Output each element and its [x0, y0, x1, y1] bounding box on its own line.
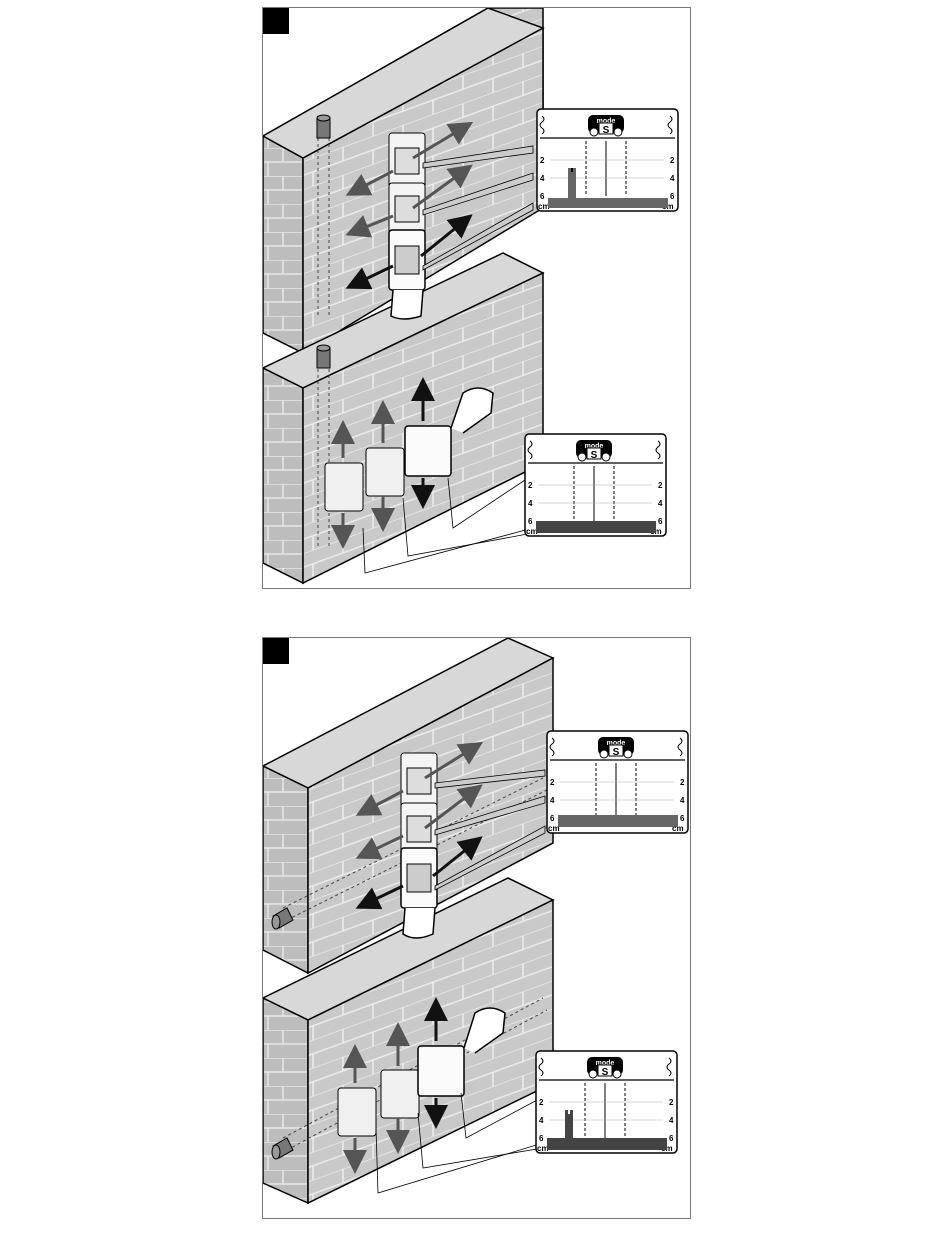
tick-label: 2 [550, 778, 555, 787]
tick-label: 6 [669, 1134, 674, 1143]
tick-label: 6 [670, 192, 675, 201]
unit-label: cm [537, 1144, 549, 1153]
tick-label: 2 [669, 1098, 674, 1107]
s-label: S [603, 125, 610, 136]
tick-label: 6 [680, 814, 685, 823]
unit-label: cm [538, 202, 550, 211]
tick-label: 6 [528, 517, 533, 526]
detector-display-a1: mode S 2 4 6 2 4 6 cm cm [536, 108, 679, 212]
tick-label: 4 [539, 1116, 544, 1125]
unit-label: cm [526, 527, 538, 536]
s-label: S [591, 450, 598, 461]
object-bar [536, 521, 656, 533]
tick-label: 2 [539, 1098, 544, 1107]
tick-label: 4 [658, 499, 663, 508]
object-indicator [568, 168, 576, 198]
tick-label: 4 [540, 174, 545, 183]
tick-label: 2 [540, 156, 545, 165]
unit-label: cm [548, 824, 560, 833]
tick-label: 2 [658, 481, 663, 490]
tick-label: 4 [528, 499, 533, 508]
tick-label: 2 [670, 156, 675, 165]
detector-display-b2: mode S 2 4 6 2 4 6 cm cm [535, 1050, 678, 1154]
tick-label: 6 [550, 814, 555, 823]
tick-label: 4 [680, 796, 685, 805]
tick-label: 2 [680, 778, 685, 787]
tick-label: 6 [539, 1134, 544, 1143]
tick-label: 6 [658, 517, 663, 526]
detector-display-b1: mode S 2 4 6 2 4 6 cm cm [546, 730, 689, 834]
tick-label: 6 [540, 192, 545, 201]
tick-label: 4 [550, 796, 555, 805]
detector-device [401, 753, 437, 938]
detector-device [389, 133, 425, 319]
figure-panel-a: mode S 2 4 6 2 4 6 cm cm mode S [262, 7, 691, 589]
object-bar [558, 815, 678, 827]
s-label: S [602, 1067, 609, 1078]
tick-label: 4 [670, 174, 675, 183]
object-bar [548, 198, 668, 208]
figure-panel-b: mode S 2 4 6 2 4 6 cm cm mode S 2 4 [262, 637, 691, 1219]
object-indicator [565, 1110, 573, 1140]
s-label: S [613, 747, 620, 758]
tick-label: 4 [669, 1116, 674, 1125]
detector-display-a2: mode S 2 4 6 2 4 6 cm cm [524, 433, 667, 537]
tick-label: 2 [528, 481, 533, 490]
